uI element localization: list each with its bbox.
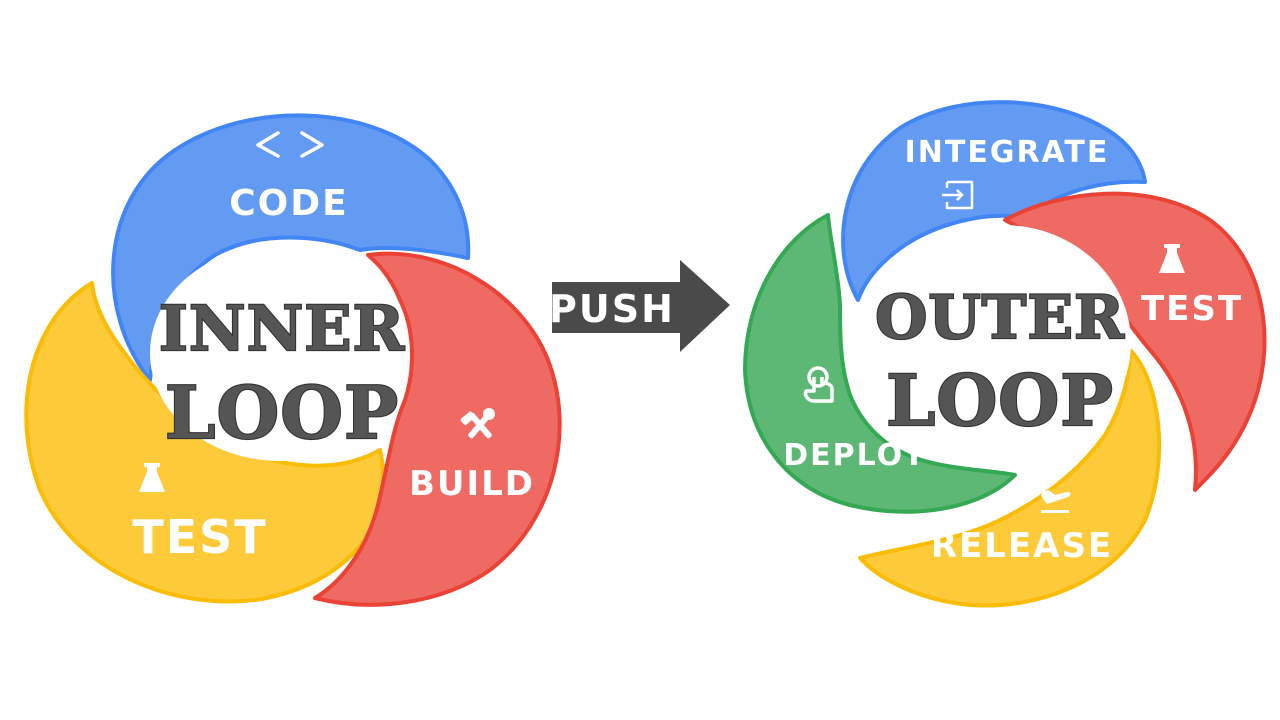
hammer-wrench-icon [460, 408, 495, 439]
outer-integrate-label: INTEGRATE [905, 135, 1110, 170]
flask-icon [1159, 244, 1185, 273]
outer-loop-center [875, 225, 1131, 461]
outer-integrate-segment [841, 100, 1147, 302]
inner-code-label: CODE [229, 183, 349, 224]
outer-loop-title-line1: OUTER [875, 283, 1125, 353]
inner-build-segment [313, 251, 562, 607]
outer-loop: INTEGRATE TEST RELEASE DEPLOY OUTER LOOP [743, 100, 1267, 608]
inner-build-label: BUILD [409, 464, 535, 504]
inner-test-label: TEST [132, 510, 267, 564]
flask-icon [139, 463, 165, 492]
arrow-right-icon [552, 260, 730, 352]
push-arrow: PUSH [549, 260, 730, 352]
inner-loop-center [150, 245, 410, 461]
code-brackets-icon [256, 131, 324, 158]
outer-release-label: RELEASE [931, 526, 1113, 566]
airplane-departure-icon [1041, 490, 1071, 513]
outer-test-label: TEST [1141, 289, 1243, 329]
inner-loop-title-line2: LOOP [165, 370, 399, 455]
outer-deploy-label: DEPLOY [783, 438, 927, 473]
push-label: PUSH [549, 287, 675, 331]
outer-loop-title-line2: LOOP [886, 359, 1114, 442]
inner-loop: CODE BUILD TEST INNER LOOP [24, 113, 562, 607]
inner-code-segment [111, 113, 471, 382]
sign-in-icon [942, 180, 974, 210]
outer-deploy-segment [743, 213, 1017, 514]
outer-release-segment [858, 348, 1162, 608]
touch-hand-icon [803, 366, 834, 403]
inner-loop-title-line1: INNER [159, 292, 405, 365]
